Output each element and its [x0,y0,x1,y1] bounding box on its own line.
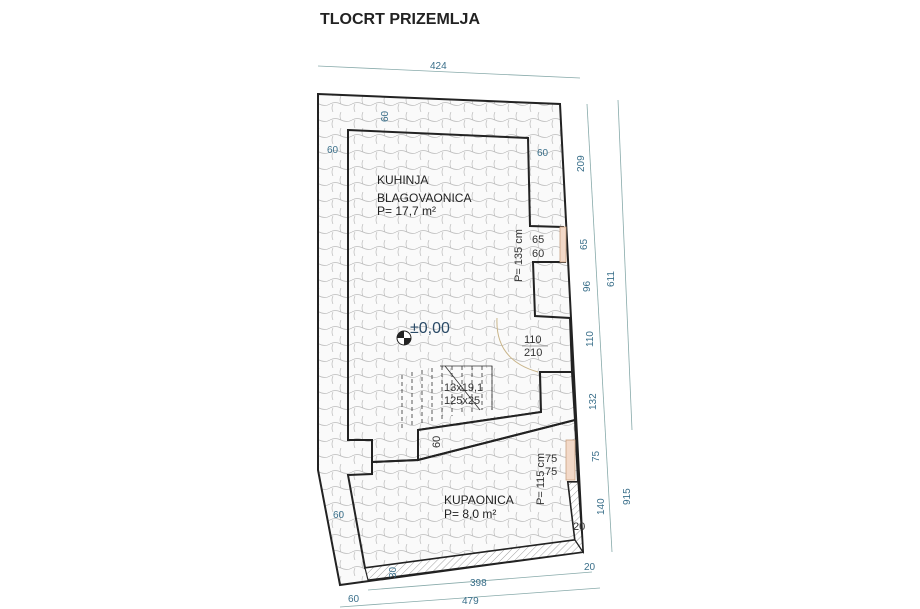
dim-right-140: 140 [596,498,607,515]
dim-wall-bottom-inner: 30 [388,566,399,578]
bath-window-w: 75 [545,453,557,465]
dim-right-total-2: 915 [622,488,633,505]
kitchen-name-2: BLAGOVAONICA [377,191,471,205]
dim-right-132: 132 [588,393,599,410]
kitchen-window-h: 60 [532,248,544,260]
door-height: 210 [524,347,542,359]
bathroom-area: P= 8,0 m² [444,507,496,521]
bathroom-name: KUPAONICA [444,493,514,507]
dim-bath-right-wall: 20 [573,521,585,533]
stairs-label-2: 125x25 [444,395,480,407]
kitchen-area: P= 17,7 m² [377,204,436,218]
dim-wall-top: 60 [380,110,391,122]
bath-right-wall [567,481,584,555]
dim-right-total: 611 [606,271,617,287]
dim-right-65: 65 [579,238,590,250]
dim-top: 424 [430,61,447,72]
dim-bottom-inner: 398 [470,578,487,589]
kitchen-window [559,226,567,263]
bath-window [565,439,576,481]
kitchen-window-sill: P= 135 cm [513,229,525,282]
dim-wall-bottom-left: 60 [333,510,345,521]
dim-bottom-right: 20 [584,562,596,573]
level-marker-icon [396,330,412,346]
door-swing [496,317,539,373]
stairs [401,365,493,428]
plan-title: TLOCRT PRIZEMLJA [320,11,480,28]
dim-right-96: 96 [582,280,593,292]
kitchen-name-1: KUHINJA [377,173,428,187]
dim-right-75: 75 [591,450,602,462]
dim-stone-wall: 60 [431,436,443,448]
stairs-label-1: 13x19,1 [444,382,483,394]
dim-bottom-left: 60 [348,594,360,605]
dim-right-110: 110 [585,331,596,347]
dim-bottom-total: 479 [462,596,479,607]
kitchen-window-w: 65 [532,234,544,246]
bath-window-h: 75 [545,466,557,478]
level-label: ±0,00 [410,320,450,337]
dim-right-209: 209 [576,155,587,172]
dim-wall-right: 60 [537,148,549,159]
bath-window-sill: P= 115 cm [535,453,547,505]
dim-wall-left: 60 [327,145,339,156]
door-width: 110 [524,334,542,346]
